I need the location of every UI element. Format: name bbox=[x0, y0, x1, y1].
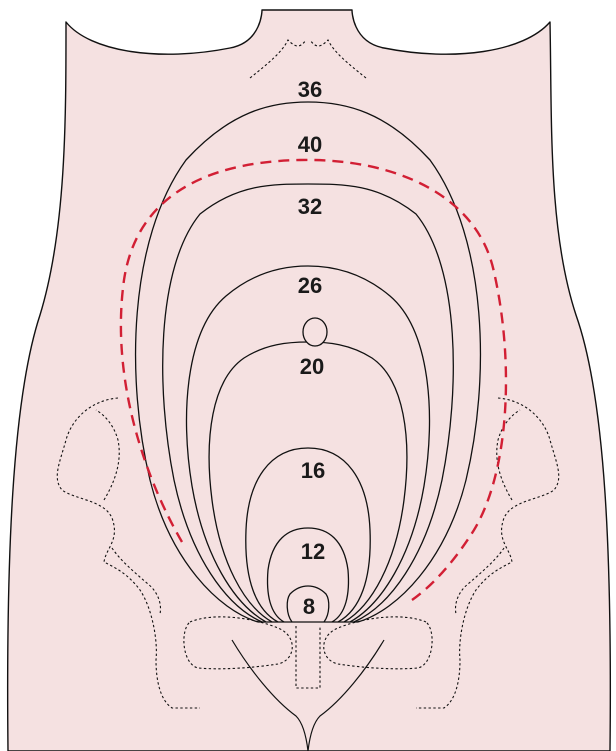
label-week-8: 8 bbox=[303, 594, 315, 619]
label-week-40: 40 bbox=[298, 132, 322, 157]
label-week-32: 32 bbox=[298, 194, 322, 219]
umbilicus bbox=[303, 318, 327, 346]
label-week-26: 26 bbox=[298, 273, 322, 298]
label-week-20: 20 bbox=[300, 354, 324, 379]
label-week-16: 16 bbox=[301, 458, 325, 483]
torso-outline bbox=[8, 10, 611, 751]
label-week-36: 36 bbox=[298, 77, 322, 102]
label-week-12: 12 bbox=[301, 539, 325, 564]
